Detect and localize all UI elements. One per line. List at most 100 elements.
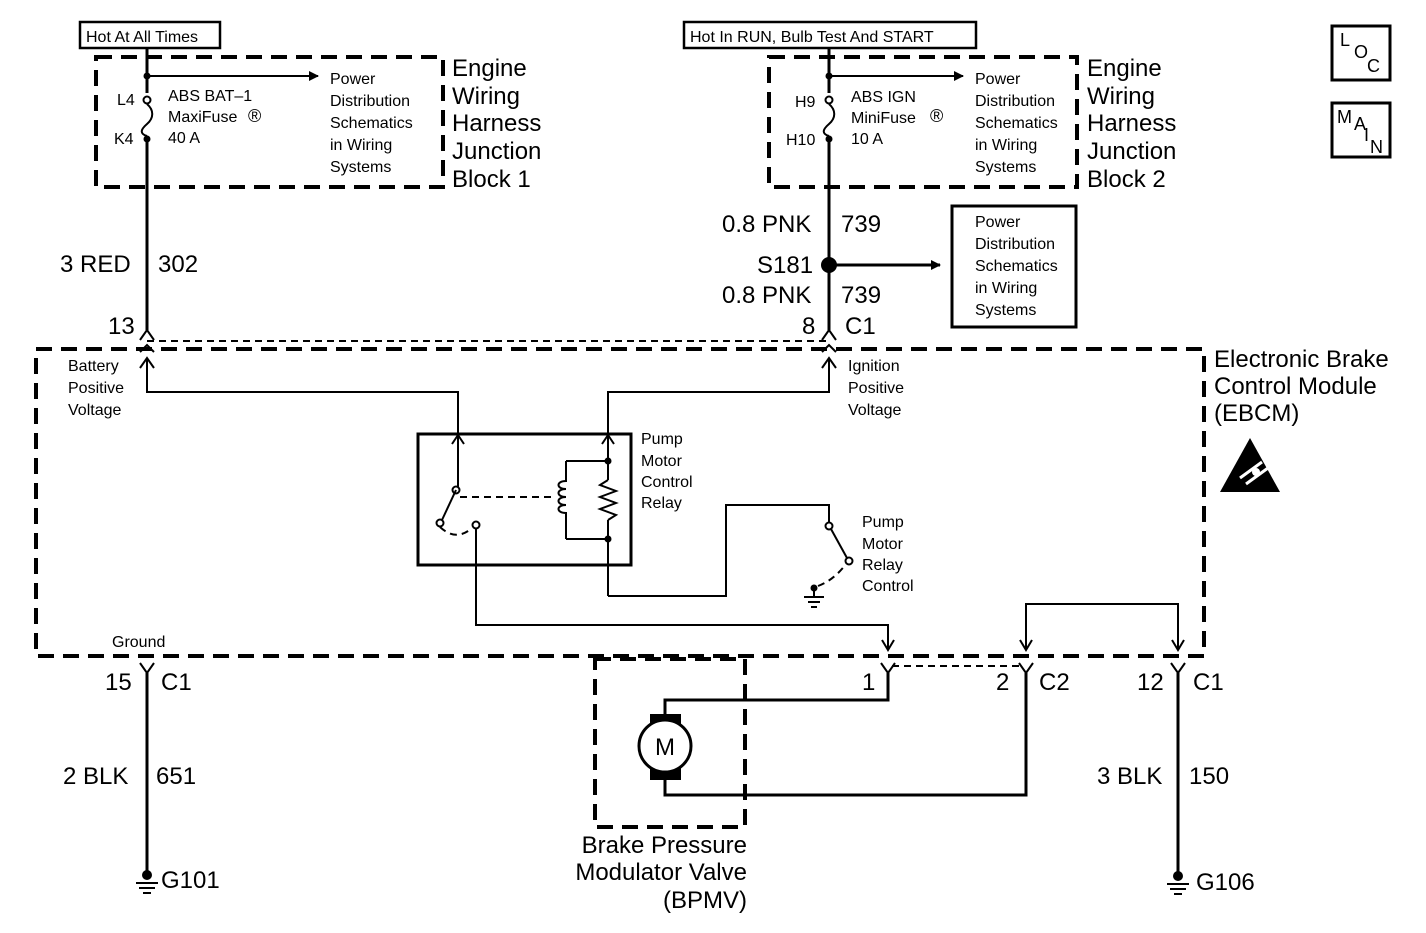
ignition-lower-size-color: 0.8 PNK xyxy=(722,282,811,309)
relay-control-travel xyxy=(817,563,847,587)
junction-block-1-title-line: Block 1 xyxy=(452,166,531,193)
fuse-2-ref-line: in Wiring xyxy=(975,137,1037,154)
fuse-2-ref-line: Power xyxy=(975,71,1021,88)
ground-right-connector: C1 xyxy=(1193,669,1224,696)
loc-button-frame[interactable] xyxy=(1330,24,1392,82)
loc-button[interactable]: L O C xyxy=(1330,24,1392,82)
relay-box xyxy=(416,432,633,567)
pump-motor-symbol: M xyxy=(655,734,675,761)
splice-ref-line: Schematics xyxy=(975,258,1058,275)
motor-pin-1-number: 1 xyxy=(862,669,875,696)
ignition-upper-size-color: 0.8 PNK xyxy=(722,211,811,238)
splice-ref-line: Systems xyxy=(975,302,1036,319)
ebcm-ground-label: Ground xyxy=(112,634,165,651)
fuse-2-registered-mark: ® xyxy=(930,106,943,126)
motor-pin-1: 1 xyxy=(663,662,896,714)
motor-return-arrow-left xyxy=(1019,639,1033,652)
junction-block-2-title-line: Engine xyxy=(1087,55,1162,82)
junction-block-1-title-line: Junction xyxy=(452,138,541,165)
splice-ref-line: Power xyxy=(975,214,1021,231)
bpmv-title-line: (BPMV) xyxy=(663,887,747,914)
loc-letter: O xyxy=(1354,42,1368,62)
fuse-2-name: ABS IGN xyxy=(851,89,916,106)
ground-left-pin: 15 xyxy=(105,669,132,696)
relay-control-label-line: Relay xyxy=(862,557,903,574)
fuse-1-ref-line: Systems xyxy=(330,159,391,176)
relay-switch-blade xyxy=(441,489,457,521)
pump-motor-relay-control: Pump Motor Relay Control xyxy=(608,504,914,608)
relay-control-wire xyxy=(608,504,830,597)
relay-output-wire xyxy=(475,528,889,648)
relay-control-ground-symbol xyxy=(804,588,824,608)
junction-block-2-title-line: Junction xyxy=(1087,138,1176,165)
battery-feed-circuit: 3 RED 302 13 xyxy=(60,139,198,353)
motor-pin-1-wire xyxy=(663,673,890,714)
ground-left-circuit: 15 C1 2 BLK 651 G101 xyxy=(63,662,220,894)
relay-coil-wiring xyxy=(566,435,609,596)
fuse-2-pin-in xyxy=(824,95,834,105)
fuse-1-rating: 40 A xyxy=(168,130,200,147)
relay-control-label-line: Motor xyxy=(862,536,904,553)
junction-block-1-outline xyxy=(94,55,445,189)
relay-control-label-line: Control xyxy=(862,578,914,595)
relay-coil xyxy=(557,461,567,539)
fuse-2-rating: 10 A xyxy=(851,131,883,148)
hot-in-run-box xyxy=(682,20,978,50)
relay-label-line: Pump xyxy=(641,431,683,448)
fuse-1-ref-line: Distribution xyxy=(330,93,410,110)
main-button[interactable]: M A I N xyxy=(1330,101,1392,159)
junction-block-2-title-line: Harness xyxy=(1087,110,1176,137)
splice-ref-box xyxy=(950,204,1078,329)
ground-right-circuit: 12 C1 3 BLK 150 G106 xyxy=(1097,662,1255,896)
fuse-1-pin-in-label: L4 xyxy=(117,92,135,109)
fuse-2-ref-line: Distribution xyxy=(975,93,1055,110)
main-letter: A xyxy=(1354,114,1366,134)
main-letter: I xyxy=(1364,125,1369,145)
motor-return-arrow-right xyxy=(1171,639,1185,652)
fuse-1-ref-line: in Wiring xyxy=(330,137,392,154)
motor-pin-2-wire xyxy=(663,673,1028,797)
splice-s181-label: S181 xyxy=(757,252,813,279)
pump-motor-control-relay: Pump Motor Control Relay xyxy=(416,431,693,596)
fuse-2-type: MiniFuse xyxy=(851,110,916,127)
relay-switch-travel xyxy=(439,526,473,536)
hot-in-run-label: Hot In RUN, Bulb Test And START xyxy=(690,29,934,46)
relay-label-line: Relay xyxy=(641,495,682,512)
ignition-positive-label-line: Voltage xyxy=(848,402,901,419)
relay-control-pivot xyxy=(824,521,834,531)
motor-pin-1-connector xyxy=(880,662,896,675)
fuse-1-element xyxy=(140,103,154,137)
ground-left-node xyxy=(142,870,152,880)
hot-at-all-times-box xyxy=(78,20,222,50)
ground-left-connector-pin xyxy=(139,662,155,675)
ebcm-title-line: Control Module xyxy=(1214,373,1377,400)
relay-coil-resistor xyxy=(597,479,619,521)
ignition-upper-circuit: 739 xyxy=(841,211,881,238)
ebcm-title-line: Electronic Brake xyxy=(1214,346,1389,373)
fuse-block-2: Hot In RUN, Bulb Test And START H9 H10 A… xyxy=(682,20,1176,193)
main-button-frame[interactable] xyxy=(1330,101,1392,159)
fuse-block-1: Hot At All Times L4 K4 ABS BAT–1 MaxiFus… xyxy=(78,20,541,193)
splice-ref-line: in Wiring xyxy=(975,280,1037,297)
ground-right-node xyxy=(1173,871,1183,881)
ignition-connector-id: C1 xyxy=(845,313,876,340)
main-letter: M xyxy=(1337,107,1352,127)
hot-at-all-times-label: Hot At All Times xyxy=(86,29,198,46)
battery-wire-circuit: 302 xyxy=(158,251,198,278)
relay-coil-node-bottom xyxy=(604,535,612,543)
ignition-lower-circuit: 739 xyxy=(841,282,881,309)
fuse-1-pin-out-label: K4 xyxy=(114,131,134,148)
relay-label-line: Control xyxy=(641,474,693,491)
fuse-2-ref-line: Schematics xyxy=(975,115,1058,132)
ground-right-connector-pin xyxy=(1170,662,1186,675)
esd-warning-icon xyxy=(1220,438,1280,492)
motor-pin-2: 2 C2 xyxy=(663,662,1070,797)
junction-block-2-title-line: Wiring xyxy=(1087,83,1155,110)
junction-block-1-title-line: Harness xyxy=(452,110,541,137)
relay-switch-contact-nc xyxy=(435,518,445,528)
battery-internal-arrow xyxy=(139,356,155,369)
fuse-1-name: ABS BAT–1 xyxy=(168,88,252,105)
ignition-positive-label-line: Ignition xyxy=(848,358,900,375)
bpmv-title-line: Modulator Valve xyxy=(575,859,747,886)
ebcm-outline xyxy=(34,347,1206,658)
